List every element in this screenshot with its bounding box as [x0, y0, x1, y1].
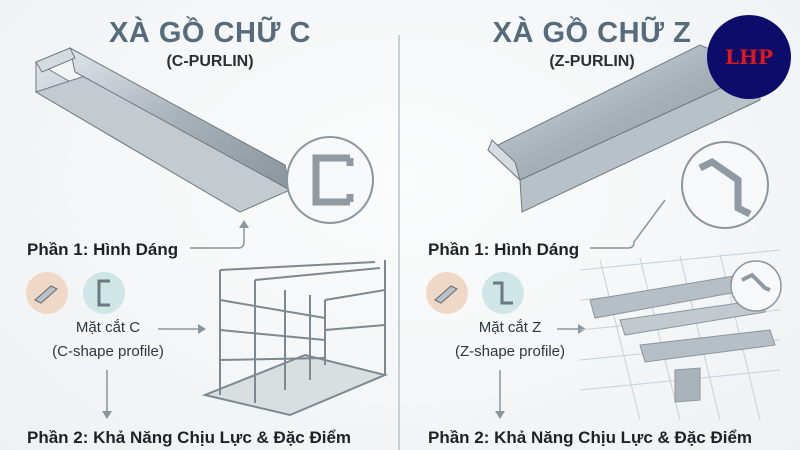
c-purlin-subtitle: (C-PURLIN)	[166, 53, 254, 70]
c-part2-heading: Phần 2: Khả Năng Chịu Lực & Đặc Điểm	[27, 428, 352, 447]
z-purlin-roof-structure	[579, 249, 782, 421]
connector-arrow	[590, 199, 666, 249]
z-purlin-title: XÀ GỒ CHỮ Z	[492, 17, 692, 49]
panel-divider	[398, 35, 400, 450]
z-section-desc: (Z-shape profile)	[454, 343, 566, 360]
lhp-logo: LHP	[707, 15, 791, 99]
c-section-label: Mặt cắt C	[75, 319, 141, 336]
c-section-inset	[286, 136, 374, 224]
z-section-label: Mặt cắt Z	[478, 319, 542, 336]
c-section-icon	[83, 272, 125, 314]
c-purlin-title: XÀ GỒ CHỮ C	[109, 17, 311, 49]
c-section-desc: (C-shape profile)	[52, 343, 164, 360]
z-part2-heading: Phần 2: Khả Năng Chịu Lực & Đặc Điểm	[428, 428, 753, 447]
logo-text: LHP	[725, 45, 773, 69]
z-purlin-subtitle: (Z-PURLIN)	[549, 53, 635, 70]
c-part1-heading: Phần 1: Hình Dáng	[27, 240, 179, 259]
c-purlin-illustration	[34, 47, 292, 213]
z-section-inset	[681, 141, 769, 229]
c-purlin-building-frame	[201, 260, 389, 417]
connector-arrow	[190, 225, 245, 249]
z-part1-heading: Phần 1: Hình Dáng	[428, 240, 580, 259]
